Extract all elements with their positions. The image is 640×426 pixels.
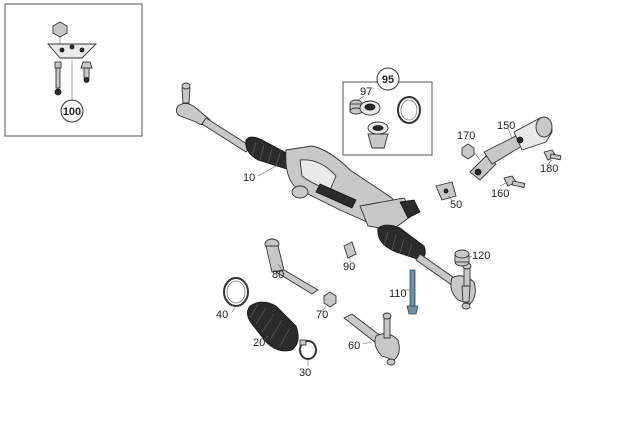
callout-40: 40 — [216, 309, 228, 321]
bolt-short — [80, 61, 93, 83]
callout-60: 60 — [348, 340, 360, 352]
callout-70: 70 — [316, 309, 328, 321]
inner-tie-rod — [264, 238, 319, 295]
callout-circle-95 — [376, 67, 400, 91]
callout-20: 20 — [253, 337, 265, 349]
leader-lines — [231, 95, 553, 366]
callout-110: 110 — [389, 288, 407, 300]
plug-90 — [343, 241, 357, 259]
bellows-boot-20 — [247, 301, 299, 352]
callout-95: 95 — [382, 74, 394, 86]
bolt-long — [54, 61, 62, 96]
callout-100: 100 — [63, 106, 81, 118]
callout-150: 150 — [497, 120, 515, 132]
rack-housing — [285, 145, 421, 231]
pressure-cap — [349, 99, 363, 115]
bolt-110 — [406, 269, 419, 315]
nut-120 — [454, 249, 470, 267]
callout-90: 90 — [343, 261, 355, 273]
callout-160: 160 — [491, 188, 509, 200]
mounting-plate — [47, 43, 98, 59]
callout-180: 180 — [540, 163, 558, 175]
inset-frame-95: 95 97 — [342, 67, 433, 156]
bearing-assembly — [359, 100, 389, 149]
callout-120: 120 — [472, 250, 490, 262]
left-tie-rod-end — [175, 82, 251, 153]
callout-circle-100 — [60, 99, 84, 123]
ring-clip — [397, 96, 421, 124]
bolt-160 — [503, 175, 526, 188]
callout-50: 50 — [450, 199, 462, 211]
outer-tie-rod-end-60 — [343, 312, 400, 366]
intermediate-shaft — [469, 116, 553, 181]
nut-70 — [323, 291, 337, 308]
bracket-50 — [435, 181, 457, 201]
bolt-180 — [543, 149, 562, 161]
callout-10: 10 — [243, 172, 255, 184]
callout-30: 30 — [299, 367, 311, 379]
callout-80: 80 — [272, 269, 284, 281]
steering-rack — [175, 82, 476, 310]
hex-nut — [52, 21, 68, 38]
inset-frame-100: 100 — [4, 3, 143, 137]
right-bellows-boot — [377, 224, 426, 261]
clamp-ring-40 — [223, 277, 249, 307]
callout-170: 170 — [457, 130, 475, 142]
small-clamp-30 — [299, 339, 317, 360]
callout-97: 97 — [360, 86, 372, 98]
right-tie-rod-end — [415, 253, 476, 310]
nut-170 — [461, 143, 475, 160]
